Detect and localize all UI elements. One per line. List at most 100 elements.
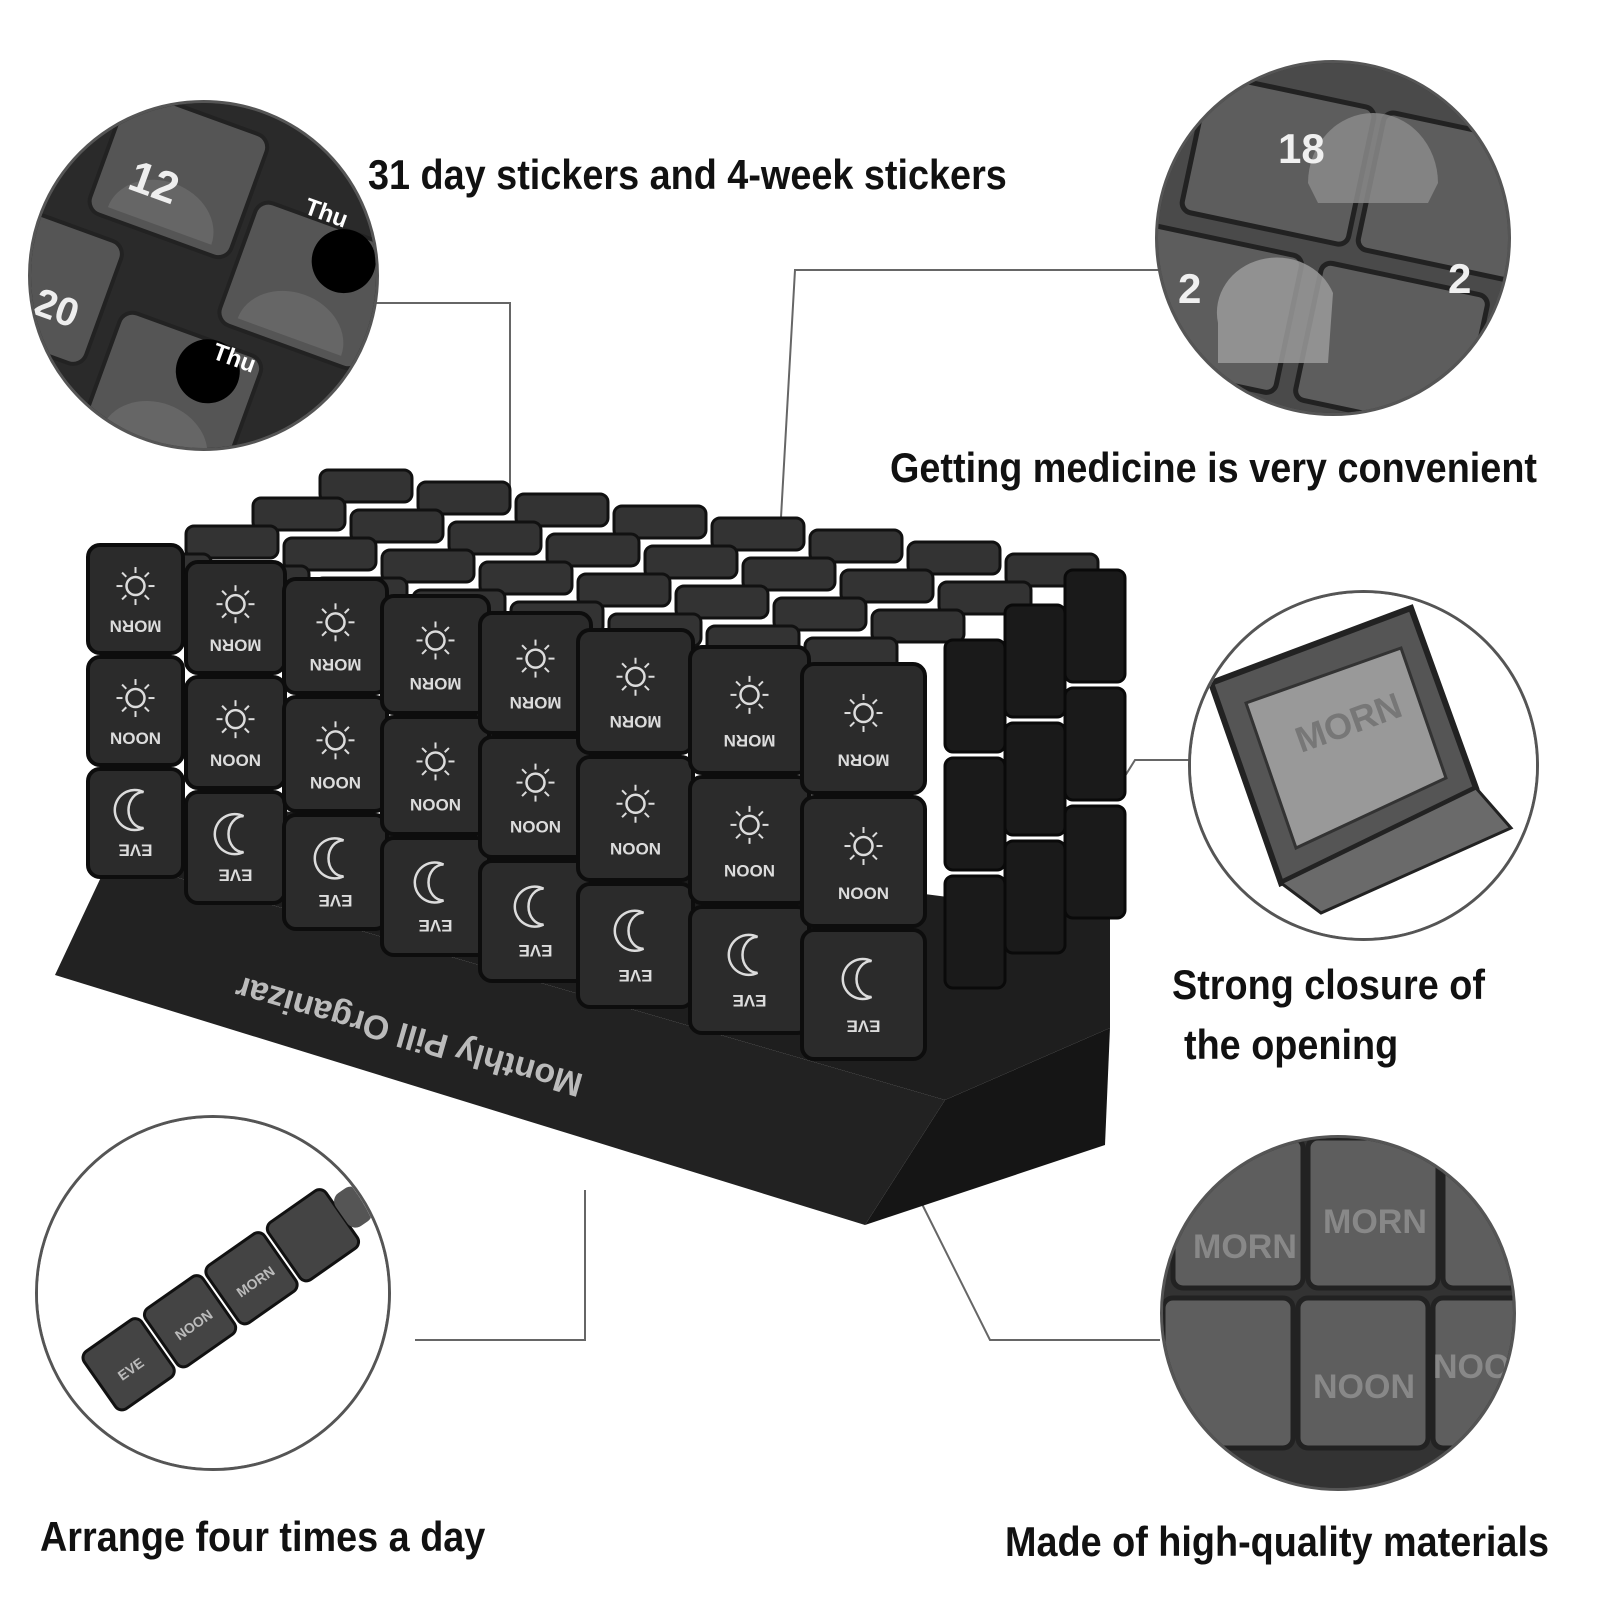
sun-icon [625, 793, 646, 814]
sun-ray [543, 791, 550, 797]
back-lid [478, 560, 574, 596]
sun-ray [221, 705, 228, 711]
slot-label: EVE [518, 941, 552, 960]
sun-ray [121, 683, 128, 690]
sun-ray [421, 747, 428, 753]
sun-ray [421, 626, 428, 632]
side-compartment [1003, 721, 1067, 837]
side-compartment [943, 638, 1007, 754]
medicine-day-2b: 2 [1448, 255, 1471, 302]
sun-ray [243, 612, 250, 619]
back-lid [416, 480, 512, 516]
back-lid [839, 568, 935, 604]
sun-ray [443, 626, 450, 632]
slot-label: NOON [838, 883, 889, 902]
slot-label: NOON [610, 839, 661, 858]
slot-label: NOON [110, 729, 161, 748]
sun-ray [643, 662, 650, 669]
detail-circle-strip: EVE NOON MORN [35, 1115, 391, 1471]
sun-icon [325, 730, 346, 751]
sun-ray [321, 630, 328, 637]
sun-ray [443, 747, 450, 753]
sun-ray [735, 703, 742, 710]
back-lid [612, 504, 708, 540]
caption-closure-line1: Strong closure of [1172, 961, 1485, 1008]
sun-ray [143, 594, 150, 601]
slot-label: EVE [318, 891, 352, 910]
materials-label-noon-1: NOON [1313, 1368, 1415, 1406]
compartment [86, 655, 185, 767]
moon-icon [513, 885, 545, 928]
sun-ray [443, 648, 450, 655]
slot-label: MORN [210, 636, 262, 655]
compartment [86, 767, 185, 879]
sun-ray [735, 833, 742, 840]
sun-ray [543, 644, 550, 651]
back-lid [906, 540, 1002, 576]
sun-ray [621, 685, 628, 691]
sun-ray [521, 791, 528, 797]
medicine-day-2a: 2 [1178, 265, 1201, 312]
sun-ray [621, 789, 628, 796]
sun-ray [849, 831, 856, 838]
sun-ray [243, 705, 250, 711]
medicine-day-18: 18 [1278, 125, 1325, 172]
sun-icon [853, 835, 874, 857]
materials-label-noon-2: NOON [1433, 1348, 1513, 1386]
sun-ray [121, 571, 128, 578]
slot-label: MORN [410, 674, 462, 693]
sun-ray [543, 667, 550, 673]
sun-icon [425, 630, 446, 651]
slot-label: EVE [118, 841, 152, 860]
sun-ray [221, 590, 228, 596]
back-lid [741, 556, 837, 592]
sun-icon [125, 575, 146, 597]
sun-ray [521, 768, 528, 775]
moon-icon [613, 909, 645, 952]
back-lid [251, 496, 347, 532]
moon-icon [313, 837, 345, 880]
sun-ray [643, 812, 650, 818]
sun-ray [871, 698, 878, 705]
slot-label: MORN [838, 750, 890, 769]
caption-four-times: Arrange four times a day [40, 1513, 486, 1560]
sun-icon [225, 593, 246, 615]
sun-ray [443, 769, 450, 776]
sun-ray [871, 831, 878, 838]
back-lid [184, 524, 280, 560]
leader-line-medicine [779, 269, 1160, 536]
slot-label: EVE [418, 916, 452, 935]
sun-icon [625, 666, 646, 687]
slot-label: NOON [310, 773, 361, 792]
sun-ray [343, 608, 350, 614]
back-lid [318, 468, 414, 504]
back-lid [674, 584, 770, 620]
slot-label: EVE [846, 1016, 880, 1035]
sun-ray [621, 812, 628, 818]
leader-line-materials [919, 1199, 1160, 1341]
sun-ray [521, 667, 528, 673]
back-lid [380, 548, 476, 584]
slot-label: NOON [510, 817, 561, 836]
back-lid [643, 544, 739, 580]
sun-ray [421, 769, 428, 776]
side-compartment [1003, 603, 1067, 719]
leader-line-stickers [368, 302, 511, 490]
back-lid [447, 520, 543, 556]
side-compartment [1063, 804, 1127, 920]
sun-ray [143, 706, 150, 713]
sun-ray [221, 727, 228, 734]
sun-ray [735, 680, 742, 687]
slot-label: MORN [610, 712, 662, 731]
sun-ray [757, 703, 764, 710]
sun-ray [143, 683, 150, 690]
back-lid [514, 492, 610, 528]
caption-closure-line2: the opening [1184, 1021, 1399, 1068]
moon-icon [213, 812, 245, 856]
side-compartment [1063, 686, 1127, 802]
slot-label: MORN [110, 617, 162, 636]
detail-circle-stickers: 12 20 Thu Thu [28, 100, 379, 451]
sun-ray [321, 726, 328, 732]
